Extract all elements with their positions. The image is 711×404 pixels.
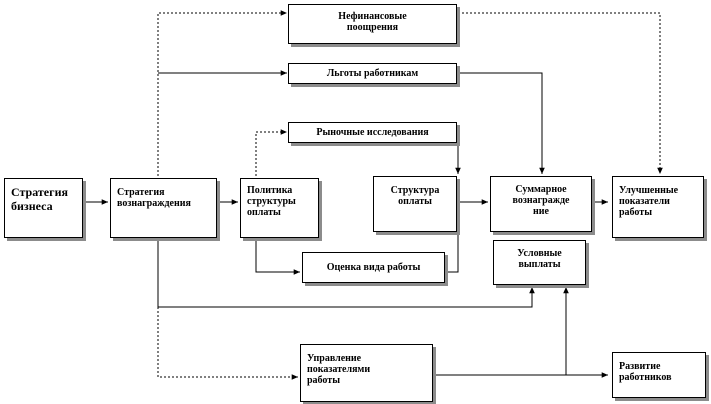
edge-nonfinancial-to-improved	[458, 12, 663, 174]
node-market-research: Рыночные исследования	[288, 122, 457, 143]
edge-paypolicy-to-jobeval	[255, 235, 300, 275]
node-employee-development: Развитие работников	[612, 352, 706, 398]
edge-paypolicy-to-market	[255, 129, 287, 180]
node-reward-strategy: Стратегия вознаграждения	[110, 178, 217, 238]
node-conditional-payments: Условные выплаты	[493, 240, 586, 285]
node-nonfinancial-rewards: Нефинансовые поощрения	[288, 4, 457, 44]
node-pay-structure: Структура оплаты	[373, 176, 457, 232]
node-total-reward: Суммарное вознагражде ние	[490, 176, 592, 232]
node-job-evaluation: Оценка вида работы	[302, 252, 445, 283]
edge-benefits-to-total	[458, 72, 545, 174]
node-employee-benefits: Льготы работникам	[288, 63, 457, 84]
edge-reward-to-conditional	[157, 235, 535, 308]
node-improved-performance: Улучшенные показатели работы	[612, 176, 704, 238]
node-pay-structure-policy: Политика структуры оплаты	[240, 178, 319, 238]
node-business-strategy: Стратегия бизнеса	[4, 178, 83, 238]
node-performance-management: Управление показателями работы	[300, 344, 433, 402]
edge-reward-to-nonfinancial	[157, 10, 287, 180]
edge-reward-to-perfmgmt	[157, 307, 298, 380]
edge-jobeval-to-paystructure	[446, 235, 459, 273]
